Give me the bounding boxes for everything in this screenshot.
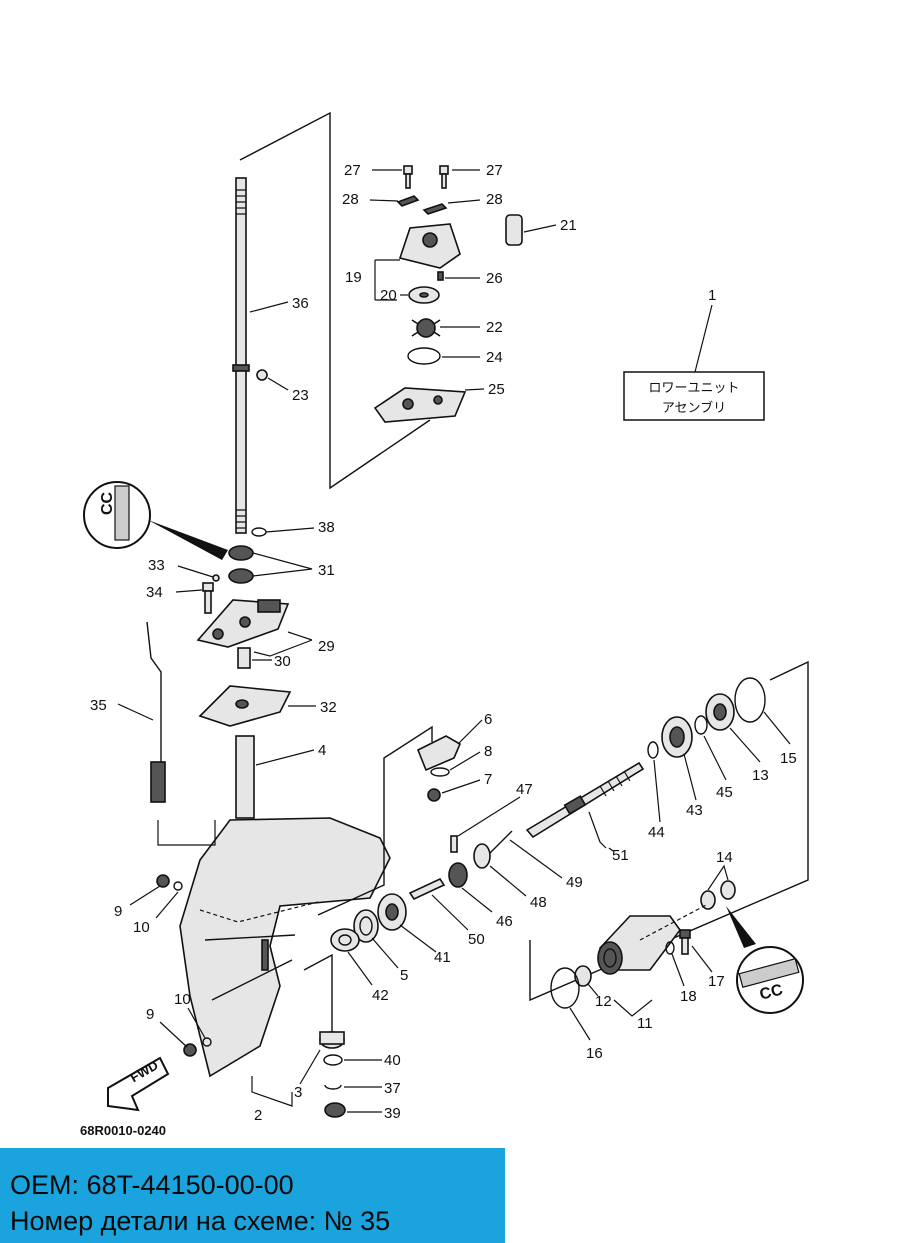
callout-29: 29 bbox=[318, 638, 335, 655]
callout-42: 42 bbox=[372, 987, 389, 1004]
drawing-code: 68R0010-0240 bbox=[80, 1123, 166, 1138]
propeller-shaft bbox=[525, 761, 645, 839]
cap-6 bbox=[416, 735, 462, 772]
callout-7: 7 bbox=[484, 771, 492, 788]
callout-11: 11 bbox=[637, 1015, 653, 1032]
water-pump-bracket bbox=[239, 111, 431, 490]
callout-35: 35 bbox=[90, 697, 107, 714]
callout-37: 37 bbox=[384, 1080, 401, 1097]
callout-28-right: 28 bbox=[486, 191, 503, 208]
callout-17: 17 bbox=[708, 973, 725, 990]
callout-20: 20 bbox=[380, 287, 397, 304]
reverse-gear-43 bbox=[661, 716, 693, 758]
drive-shaft bbox=[232, 177, 250, 534]
callout-2: 2 bbox=[254, 1107, 262, 1124]
lower-unit-assembly-label-box: ロワーユニット アセンブリ bbox=[623, 371, 765, 421]
callout-27-left: 27 bbox=[344, 162, 361, 179]
callout-47: 47 bbox=[516, 781, 533, 798]
callout-41: 41 bbox=[434, 949, 451, 966]
forward-gear-41 bbox=[377, 893, 407, 931]
callout-44: 44 bbox=[648, 824, 665, 841]
cc-label-lower: CC bbox=[758, 981, 785, 1004]
callout-19: 19 bbox=[345, 269, 362, 286]
callout-21: 21 bbox=[560, 217, 577, 234]
callout-3: 3 bbox=[294, 1084, 302, 1101]
bearing-3 bbox=[319, 1031, 345, 1049]
callout-12: 12 bbox=[595, 993, 612, 1010]
callout-50: 50 bbox=[468, 931, 485, 948]
impeller bbox=[411, 318, 441, 338]
pump-bolt-right bbox=[439, 165, 449, 189]
callout-8: 8 bbox=[484, 743, 492, 760]
bolt-34 bbox=[202, 582, 214, 614]
callout-49: 49 bbox=[566, 874, 583, 891]
callout-33: 33 bbox=[148, 557, 165, 574]
oem-number: OEM: 68T-44150-00-00 bbox=[10, 1170, 294, 1200]
callout-10-lower: 10 bbox=[174, 991, 191, 1008]
assembly-label-line2: アセンブリ bbox=[662, 400, 726, 416]
callout-9-upper: 9 bbox=[114, 903, 122, 920]
callout-51: 51 bbox=[612, 847, 629, 864]
callout-27-right: 27 bbox=[486, 162, 503, 179]
callout-4: 4 bbox=[318, 742, 326, 759]
callout-28-left: 28 bbox=[342, 191, 359, 208]
callout-22: 22 bbox=[486, 319, 503, 336]
callout-32: 32 bbox=[320, 699, 337, 716]
lower-case-housing bbox=[179, 817, 391, 1078]
callout-1: 1 bbox=[708, 287, 716, 304]
ball-bearing-13 bbox=[705, 693, 735, 731]
callout-40: 40 bbox=[384, 1052, 401, 1069]
callout-30: 30 bbox=[274, 653, 291, 670]
assembly-label-line1: ロワーユニット bbox=[648, 381, 739, 396]
callout-5: 5 bbox=[400, 967, 408, 984]
callout-43: 43 bbox=[686, 802, 703, 819]
callout-38: 38 bbox=[318, 519, 335, 536]
taper-roller-bearing-5 bbox=[353, 909, 379, 943]
outer-plate-cartridge bbox=[373, 387, 467, 423]
shift-rod bbox=[146, 621, 166, 803]
callout-46: 46 bbox=[496, 913, 513, 930]
callout-24: 24 bbox=[486, 349, 503, 366]
callout-18: 18 bbox=[680, 988, 697, 1005]
fwd-arrow-icon: FWD bbox=[107, 1056, 170, 1112]
callout-6: 6 bbox=[484, 711, 492, 728]
callout-15: 15 bbox=[780, 750, 797, 767]
callout-36: 36 bbox=[292, 295, 309, 312]
diagram-part-number: Номер детали на схеме: № 35 bbox=[10, 1206, 391, 1236]
water-pump-housing-29 bbox=[196, 599, 290, 648]
callout-45: 45 bbox=[716, 784, 733, 801]
callout-10-upper: 10 bbox=[133, 919, 150, 936]
bolt-17 bbox=[679, 929, 691, 955]
pump-housing bbox=[398, 223, 461, 269]
callout-48: 48 bbox=[530, 894, 547, 911]
callout-9-lower: 9 bbox=[146, 1006, 154, 1023]
callout-23: 23 bbox=[292, 387, 309, 404]
part-info-banner: OEM: 68T-44150-00-00 Номер детали на схе… bbox=[0, 1148, 505, 1243]
callout-numbers: 1 2 3 4 5 6 7 8 9 9 10 10 11 12 13 14 15… bbox=[90, 162, 797, 1124]
callout-14: 14 bbox=[716, 849, 733, 866]
cc-detail-bubble-lower: CC bbox=[726, 906, 804, 1014]
callout-26: 26 bbox=[486, 270, 503, 287]
pump-bolt-left bbox=[403, 165, 413, 189]
cc-detail-bubble-upper: CC bbox=[83, 481, 228, 560]
callout-13: 13 bbox=[752, 767, 769, 784]
cc-label-upper: CC bbox=[99, 491, 116, 515]
callout-39: 39 bbox=[384, 1105, 401, 1122]
callout-34: 34 bbox=[146, 584, 163, 601]
callout-25: 25 bbox=[488, 381, 505, 398]
callout-31: 31 bbox=[318, 562, 335, 579]
callout-16: 16 bbox=[586, 1045, 603, 1062]
